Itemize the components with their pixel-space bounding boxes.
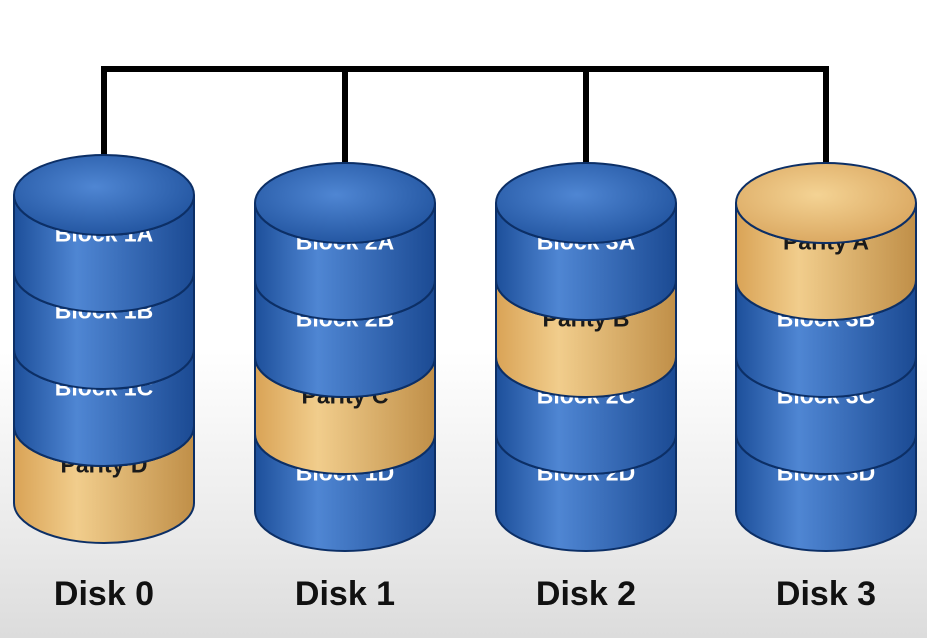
disk-label-2: Disk 2 xyxy=(535,575,637,613)
disk-0-top-cap xyxy=(13,154,195,236)
disk-1: Block 1DParity CBlock 2BBlock 2A xyxy=(254,162,436,552)
disk-label-1: Disk 1 xyxy=(294,575,396,613)
disk-array: Parity DBlock 1CBlock 1BBlock 1A Block 1D… xyxy=(13,154,917,552)
disk-3: Block 3DBlock 3CBlock 3BParity A xyxy=(735,162,917,552)
disk-2-top-cap xyxy=(495,162,677,244)
disk-1-top-cap xyxy=(254,162,436,244)
connection-bus xyxy=(101,66,829,165)
disk-0: Parity DBlock 1CBlock 1BBlock 1A xyxy=(13,154,195,544)
disk-2: Block 2DBlock 2CParity BBlock 3A xyxy=(495,162,677,552)
disk-label-0: Disk 0 xyxy=(53,575,155,613)
disk-3-top-cap xyxy=(735,162,917,244)
disk-label-3: Disk 3 xyxy=(775,575,877,613)
